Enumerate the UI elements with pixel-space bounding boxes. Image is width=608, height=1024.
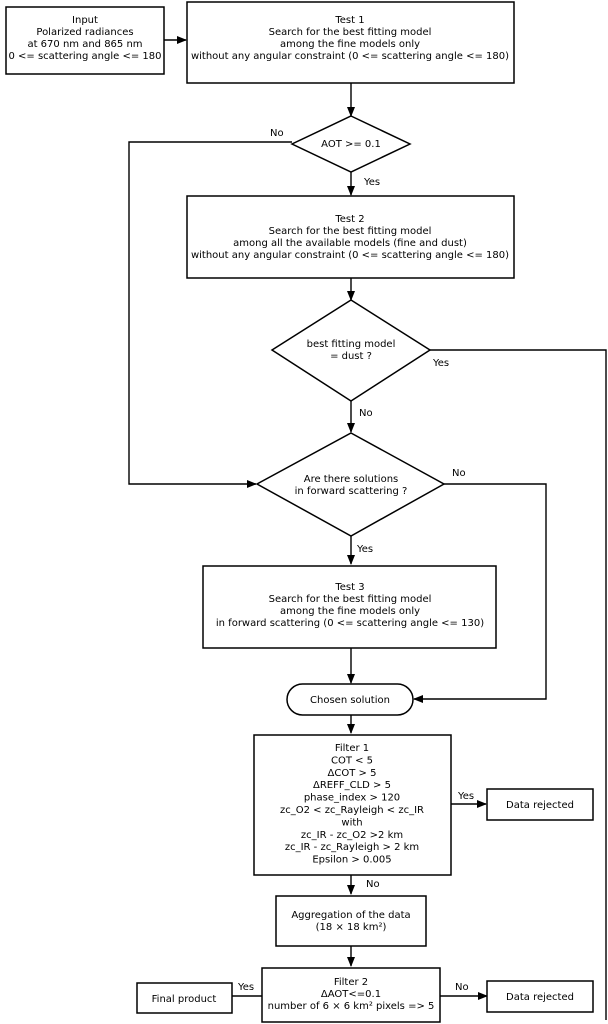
input-line: at 670 nm and 865 nm <box>27 39 142 50</box>
filter2-line: Filter 2 <box>334 977 368 988</box>
svg-text:Data rejected: Data rejected <box>506 992 574 1003</box>
aggregation-line: Aggregation of the data <box>291 910 410 921</box>
test1-line: without any angular constraint (0 <= sca… <box>191 51 509 62</box>
filter1-yes-label: Yes <box>457 791 474 802</box>
svg-text:Aggregation of the data(18 × 1: Aggregation of the data(18 × 18 km²) <box>291 910 410 933</box>
svg-text:Chosen solution: Chosen solution <box>310 695 390 706</box>
test3-line: Test 3 <box>334 582 364 593</box>
test3-line: in forward scattering (0 <= scattering a… <box>216 618 484 629</box>
input-line: Polarized radiances <box>36 27 133 38</box>
test1-line: Search for the best fitting model <box>269 27 432 38</box>
forward-yes-label: Yes <box>356 544 373 555</box>
aot-decision: AOT >= 0.1 <box>290 115 412 173</box>
aggregation-box: Aggregation of the data(18 × 18 km²) <box>275 895 427 947</box>
rejected1-line: Data rejected <box>506 800 574 811</box>
final-product-box: Final product <box>136 982 233 1014</box>
test2-line: Test 2 <box>334 214 364 225</box>
svg-text:AOT >= 0.1: AOT >= 0.1 <box>321 139 381 150</box>
filter1-line: phase_index > 120 <box>304 793 400 804</box>
edge-aot-no <box>128 141 292 488</box>
dust-no-label: No <box>359 408 373 419</box>
filter1-line: Filter 1 <box>335 743 369 754</box>
forward-no-label: No <box>452 468 466 479</box>
aggregation-line: (18 × 18 km²) <box>316 922 387 933</box>
filter1-line: COT < 5 <box>331 755 373 766</box>
test2-line: Search for the best fitting model <box>269 226 432 237</box>
rejected2-line: Data rejected <box>506 992 574 1003</box>
svg-text:Final product: Final product <box>152 994 217 1005</box>
filter1-line: Epsilon > 0.005 <box>312 855 391 866</box>
rejected1-box: Data rejected <box>486 788 594 821</box>
dec-forward-line: Are there solutions <box>304 474 399 485</box>
filter2-line: number of 6 × 6 km² pixels => 5 <box>268 1001 435 1012</box>
dec-forward-line: in forward scattering ? <box>295 486 408 497</box>
svg-text:Data rejected: Data rejected <box>506 800 574 811</box>
aot-yes-label: Yes <box>363 177 380 188</box>
test2-line: without any angular constraint (0 <= sca… <box>191 250 509 261</box>
filter1-line: zc_IR - zc_O2 >2 km <box>301 830 403 841</box>
filter1-no-label: No <box>366 879 380 890</box>
final-line: Final product <box>152 994 217 1005</box>
edge-dust-yes <box>430 349 607 1020</box>
svg-text:best fitting model= dust ?: best fitting model= dust ? <box>307 339 396 362</box>
dec-dust-line: best fitting model <box>307 339 396 350</box>
dust-decision: best fitting model= dust ? <box>270 299 432 402</box>
filter1-line: zc_IR - zc_Rayleigh > 2 km <box>285 842 419 853</box>
test2-line: among all the available models (fine and… <box>233 238 467 249</box>
dec-aot-line: AOT >= 0.1 <box>321 139 381 150</box>
filter2-yes-label: Yes <box>237 982 254 993</box>
dec-dust-line: = dust ? <box>330 351 372 362</box>
filter1-line: ΔCOT > 5 <box>328 768 377 779</box>
filter1-line: ΔREFF_CLD > 5 <box>313 780 391 791</box>
edge-forward-no <box>413 483 547 703</box>
rejected2-box: Data rejected <box>486 980 594 1013</box>
chosen-solution: Chosen solution <box>286 683 414 716</box>
filter2-no-label: No <box>455 982 469 993</box>
filter1-line: with <box>341 817 362 828</box>
aot-no-label: No <box>270 128 284 139</box>
test1-line: Test 1 <box>334 15 364 26</box>
test3-line: Search for the best fitting model <box>269 594 432 605</box>
test3-line: among the fine models only <box>280 606 420 617</box>
dust-yes-label: Yes <box>432 358 449 369</box>
filter1-line: zc_O2 < zc_Rayleigh < zc_IR <box>280 805 424 816</box>
input-line: Input <box>72 15 98 26</box>
chosen-line: Chosen solution <box>310 695 390 706</box>
input-line: 0 <= scattering angle <= 180 <box>8 51 161 62</box>
test1-line: among the fine models only <box>280 39 420 50</box>
filter2-line: ΔAOT<=0.1 <box>321 989 381 1000</box>
